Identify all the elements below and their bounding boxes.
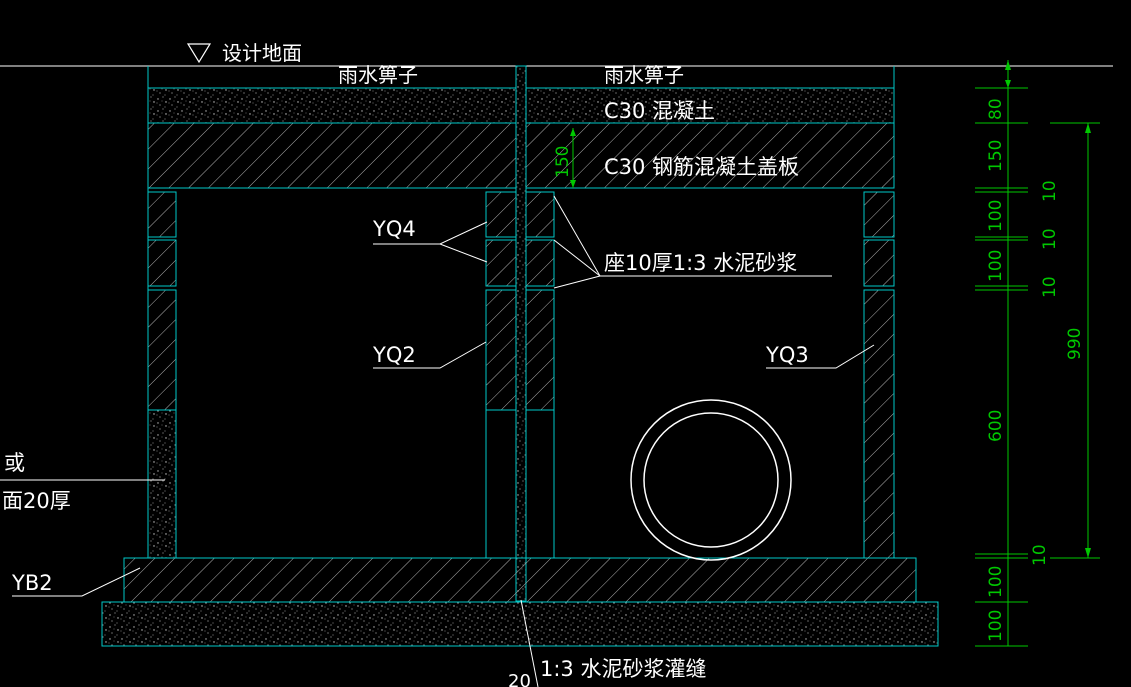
dim-100-a: 100 [986, 200, 1006, 232]
pipe-outer [630, 399, 792, 561]
slab-thickness-label: 150 [553, 146, 573, 178]
dim-600: 600 [986, 410, 1006, 442]
left-wall-block-3 [147, 289, 177, 411]
dimension-chain [975, 60, 1100, 647]
dim-100-b: 100 [986, 250, 1006, 282]
dim-10-a: 10 [1040, 180, 1060, 202]
joint-fill-label: 1:3 水泥砂浆灌缝 [540, 657, 706, 681]
left-wall-plaster [147, 409, 177, 559]
left-wall-block-2 [147, 239, 177, 287]
grate-right-label: 雨水箅子 [604, 63, 684, 87]
dim-100-d: 100 [986, 610, 1006, 642]
concrete-layer-label: C30 混凝土 [604, 99, 715, 123]
yb2-label: YB2 [11, 571, 53, 595]
ground-symbol-icon [186, 43, 212, 64]
cushion-layer [101, 601, 939, 647]
dimension-labels: 80 150 100 100 600 100 100 10 10 10 10 9… [986, 98, 1085, 642]
right-wall-block-2 [863, 239, 895, 287]
dim-10-c: 10 [1040, 276, 1060, 298]
left-note-2: 面20厚 [2, 489, 71, 513]
pipe-inner [643, 412, 779, 548]
base-slab [123, 557, 917, 603]
yq4-label: YQ4 [372, 217, 416, 241]
yq2-label: YQ2 [372, 343, 416, 367]
mortar-bed-label: 座10厚1:3 水泥砂浆 [604, 251, 797, 275]
dim-100-c: 100 [986, 566, 1006, 598]
right-wall-block-1 [863, 191, 895, 238]
dim-80: 80 [986, 98, 1006, 120]
dim-150: 150 [986, 140, 1006, 172]
ground-label: 设计地面 [222, 41, 302, 65]
dim-990: 990 [1065, 328, 1085, 360]
yq3-label: YQ3 [765, 343, 809, 367]
grate-left-label: 雨水箅子 [338, 63, 418, 87]
joint-width-label: 20 [508, 671, 531, 687]
cover-slab-label: C30 钢筋混凝土盖板 [604, 155, 799, 179]
dim-10-d: 10 [1030, 544, 1050, 566]
left-wall-block-1 [147, 191, 177, 238]
right-wall-block-3 [863, 289, 895, 559]
central-joint [515, 65, 527, 602]
dim-10-b: 10 [1040, 228, 1060, 250]
left-note-1: 或 [4, 451, 25, 475]
